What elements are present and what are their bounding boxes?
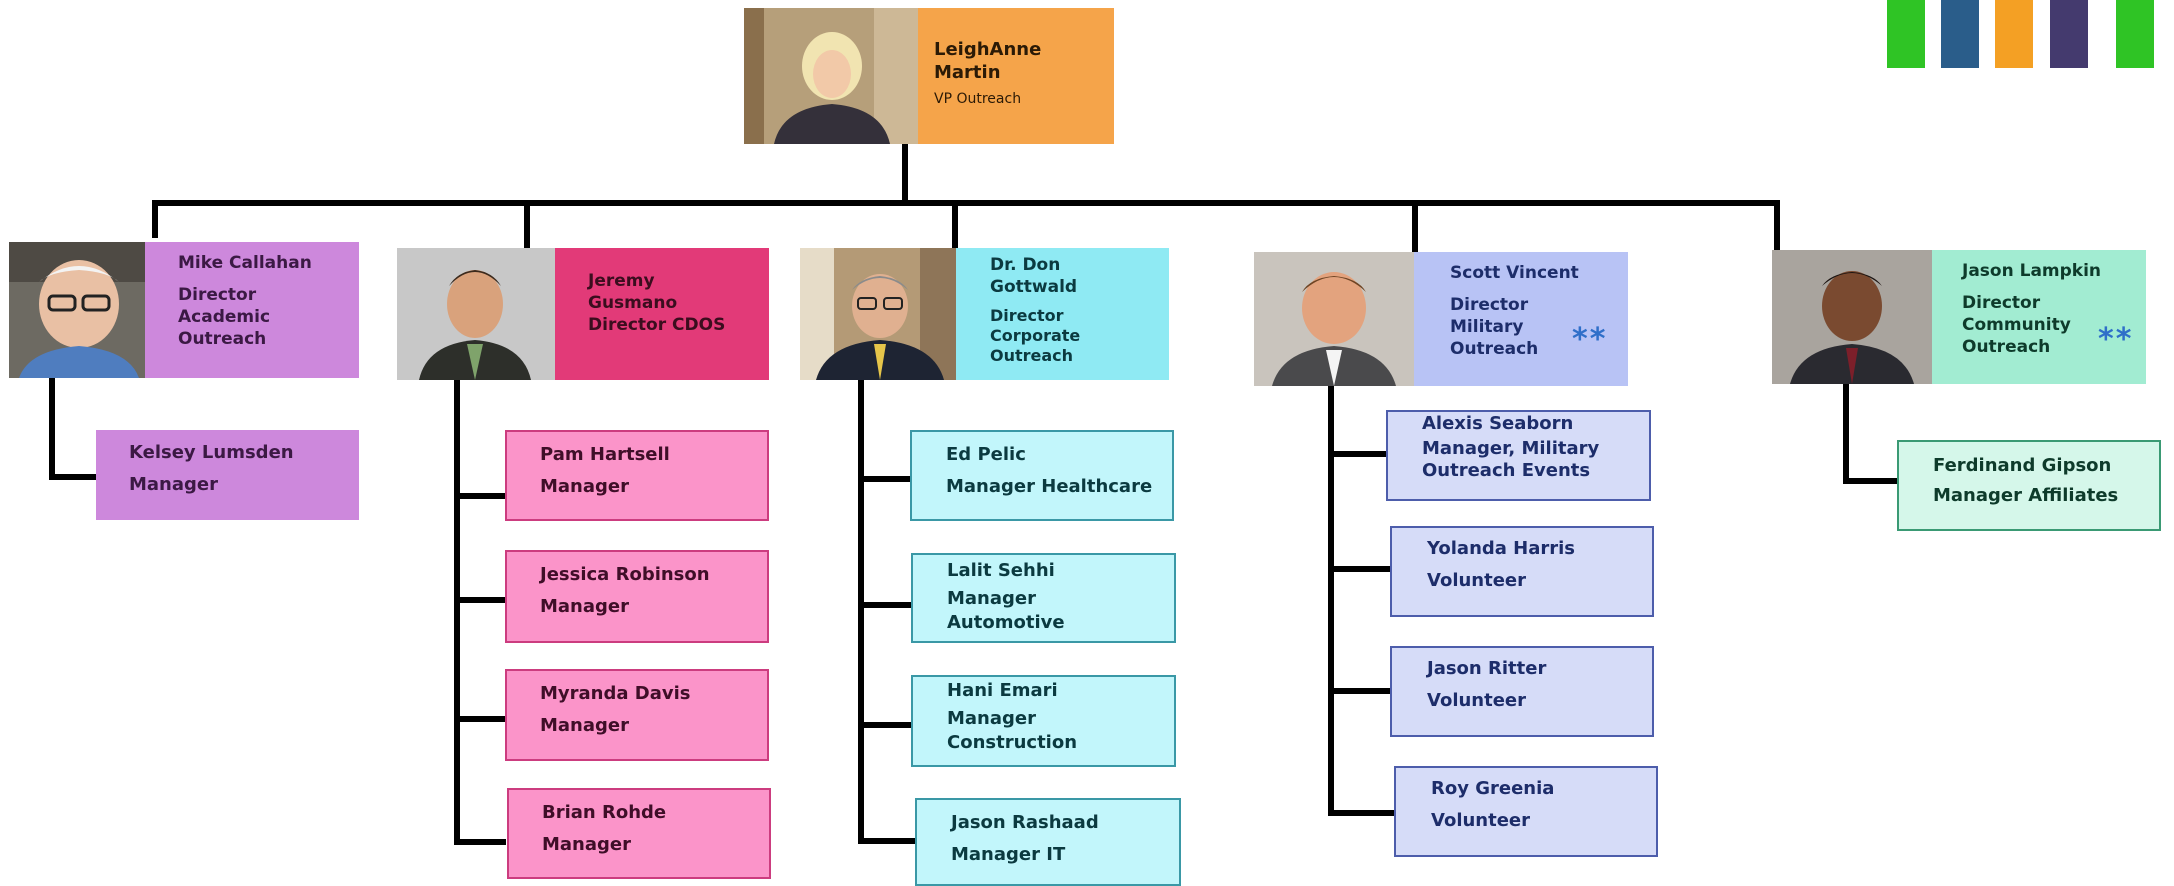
manager-title: Manager xyxy=(129,474,218,495)
manager-title: Manager Affiliates xyxy=(1933,485,2119,506)
connector xyxy=(1328,386,1334,816)
director-title: Director Academic Outreach xyxy=(178,285,271,349)
logo-bar xyxy=(2116,0,2154,68)
connector xyxy=(858,602,912,608)
connector xyxy=(49,378,55,480)
manager-name: Kelsey Lumsden xyxy=(129,442,294,463)
manager-name: Alexis Seaborn xyxy=(1422,413,1574,434)
vp-box: LeighAnne Martin VP Outreach xyxy=(918,8,1114,144)
connector xyxy=(152,200,1780,206)
manager-name: Ferdinand Gipson xyxy=(1933,455,2112,476)
connector xyxy=(454,493,506,499)
manager-name: Pam Hartsell xyxy=(540,444,670,465)
connector xyxy=(454,839,506,845)
connector xyxy=(1328,451,1388,457)
manager-name: Jason Rashaad xyxy=(951,812,1099,833)
manager-box: Ed Pelic Manager Healthcare xyxy=(910,430,1174,521)
connector xyxy=(454,378,460,845)
manager-box: Lalit Sehhi Manager Automotive xyxy=(911,553,1176,643)
asterisk-marker: ** xyxy=(1572,322,1608,357)
director-name: Scott Vincent xyxy=(1450,263,1579,283)
logo-bar xyxy=(2050,0,2088,68)
connector xyxy=(902,142,908,204)
director-title: Director CDOS xyxy=(588,315,726,335)
manager-box: Jason Rashaad Manager IT xyxy=(915,798,1181,886)
director-photo xyxy=(9,242,145,378)
director-photo xyxy=(1254,252,1414,386)
director-box: Jeremy Gusmano Director CDOS xyxy=(555,248,769,380)
connector xyxy=(1328,810,1396,816)
manager-box: Jessica Robinson Manager xyxy=(505,550,769,643)
logo-bar xyxy=(1995,0,2033,68)
manager-box: Brian Rohde Manager xyxy=(507,788,771,879)
director-name: Dr. Don Gottwald xyxy=(990,255,1078,297)
director-title: Director Community Outreach xyxy=(1962,293,2071,357)
director-photo xyxy=(397,248,555,380)
manager-box: Kelsey Lumsden Manager xyxy=(96,430,359,520)
director-photo xyxy=(1772,250,1932,384)
director-box: Mike Callahan Director Academic Outreach xyxy=(145,242,359,378)
manager-box: Alexis Seaborn Manager, Military Outreac… xyxy=(1386,410,1651,501)
connector xyxy=(952,200,958,248)
vp-name: LeighAnne Martin xyxy=(934,39,1042,83)
manager-name: Lalit Sehhi xyxy=(947,560,1055,581)
manager-title: Manager Automotive xyxy=(947,588,1065,633)
manager-box: Pam Hartsell Manager xyxy=(505,430,769,521)
logo-bar xyxy=(1887,0,1925,68)
manager-name: Ed Pelic xyxy=(946,444,1026,465)
director-name: Jason Lampkin xyxy=(1962,261,2102,281)
manager-name: Jason Ritter xyxy=(1427,658,1547,679)
manager-name: Jessica Robinson xyxy=(540,564,710,585)
manager-title: Manager xyxy=(540,596,629,617)
connector xyxy=(858,838,916,844)
asterisk-marker: ** xyxy=(2098,322,2134,357)
director-box: Scott Vincent Director Military Outreach xyxy=(1414,252,1628,386)
connector xyxy=(1328,566,1392,572)
connector xyxy=(1774,200,1780,250)
connector xyxy=(1328,688,1392,694)
manager-title: Manager xyxy=(542,834,631,855)
manager-title: Manager IT xyxy=(951,844,1066,865)
manager-title: Manager Construction xyxy=(947,708,1078,753)
director-photo xyxy=(800,248,956,380)
director-name: Jeremy Gusmano xyxy=(588,271,678,313)
connector xyxy=(152,200,158,238)
connector xyxy=(524,200,530,248)
vp-photo xyxy=(744,8,918,144)
manager-title: Volunteer xyxy=(1427,570,1527,591)
connector xyxy=(858,722,912,728)
manager-box: Jason Ritter Volunteer xyxy=(1390,646,1654,737)
manager-name: Myranda Davis xyxy=(540,683,691,704)
manager-name: Yolanda Harris xyxy=(1427,538,1576,559)
director-name: Mike Callahan xyxy=(178,253,312,273)
vp-title: VP Outreach xyxy=(934,91,1022,107)
manager-title: Volunteer xyxy=(1427,690,1527,711)
manager-title: Manager Healthcare xyxy=(946,476,1153,497)
manager-name: Brian Rohde xyxy=(542,802,667,823)
manager-title: Manager xyxy=(540,715,629,736)
director-box: Jason Lampkin Director Community Outreac… xyxy=(1932,250,2146,384)
connector xyxy=(454,716,506,722)
manager-box: Yolanda Harris Volunteer xyxy=(1390,526,1654,617)
connector xyxy=(454,597,506,603)
manager-title: Manager, Military Outreach Events xyxy=(1422,438,1600,481)
director-box: Dr. Don Gottwald Director Corporate Outr… xyxy=(956,248,1169,380)
manager-title: Volunteer xyxy=(1431,810,1531,831)
connector xyxy=(1412,200,1418,252)
manager-box: Roy Greenia Volunteer xyxy=(1394,766,1658,857)
connector xyxy=(49,474,99,480)
logo-bar xyxy=(1941,0,1979,68)
director-title: Director Corporate Outreach xyxy=(990,306,1081,365)
director-title: Director Military Outreach xyxy=(1450,295,1539,359)
manager-title: Manager xyxy=(540,476,629,497)
connector xyxy=(1843,384,1849,484)
connector xyxy=(1843,478,1899,484)
manager-box: Myranda Davis Manager xyxy=(505,669,769,761)
manager-name: Roy Greenia xyxy=(1431,778,1555,799)
connector xyxy=(858,476,912,482)
manager-name: Hani Emari xyxy=(947,680,1058,701)
connector xyxy=(858,380,864,844)
manager-box: Hani Emari Manager Construction xyxy=(911,675,1176,767)
manager-box: Ferdinand Gipson Manager Affiliates xyxy=(1897,440,2161,531)
